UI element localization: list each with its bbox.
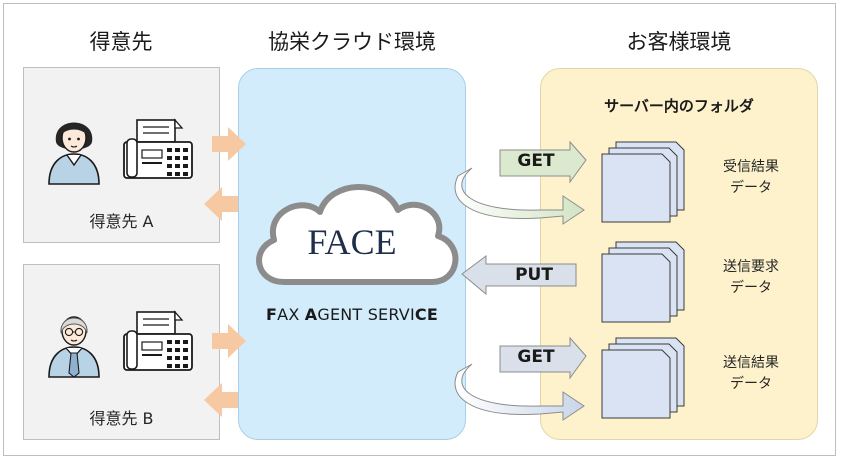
fax-machine-b-icon — [123, 311, 193, 371]
heading-customer: お客様環境 — [626, 30, 732, 54]
person-b-icon — [48, 316, 100, 378]
fax-send-arrow-b-icon — [212, 324, 246, 358]
document-stack-request-icon — [601, 241, 685, 323]
service-name: FAX AGENT SERVICE — [266, 305, 438, 324]
person-a-icon — [48, 121, 100, 185]
file-label-send-results: 送信結果データ — [723, 355, 779, 392]
heading-cloud: 協栄クラウド環境 — [268, 30, 436, 54]
fax-send-arrow-a-icon — [212, 127, 246, 161]
get-label-top: GET — [517, 151, 555, 171]
cloud-icon — [256, 184, 459, 285]
get-arrow-top-icon — [454, 140, 587, 225]
document-stack-results-icon — [601, 337, 685, 419]
put-label: PUT — [515, 265, 553, 285]
document-stack-received-icon — [601, 141, 685, 223]
get-arrow-bottom-icon — [454, 336, 587, 421]
put-arrow-icon — [461, 255, 577, 296]
folder-title: サーバー内のフォルダ — [604, 97, 754, 115]
fax-receive-arrow-a-icon — [204, 187, 238, 221]
get-label-bottom: GET — [517, 347, 555, 367]
face-logo-text: FACE — [307, 222, 396, 262]
file-label-received-results: 受信結果データ — [723, 159, 779, 196]
client-label-b: 得意先 B — [89, 409, 154, 428]
heading-clients: 得意先 — [89, 30, 153, 54]
fax-machine-a-icon — [123, 119, 193, 179]
client-label-a: 得意先 A — [89, 212, 154, 231]
fax-receive-arrow-b-icon — [204, 383, 238, 417]
file-label-send-request: 送信要求データ — [723, 259, 779, 296]
